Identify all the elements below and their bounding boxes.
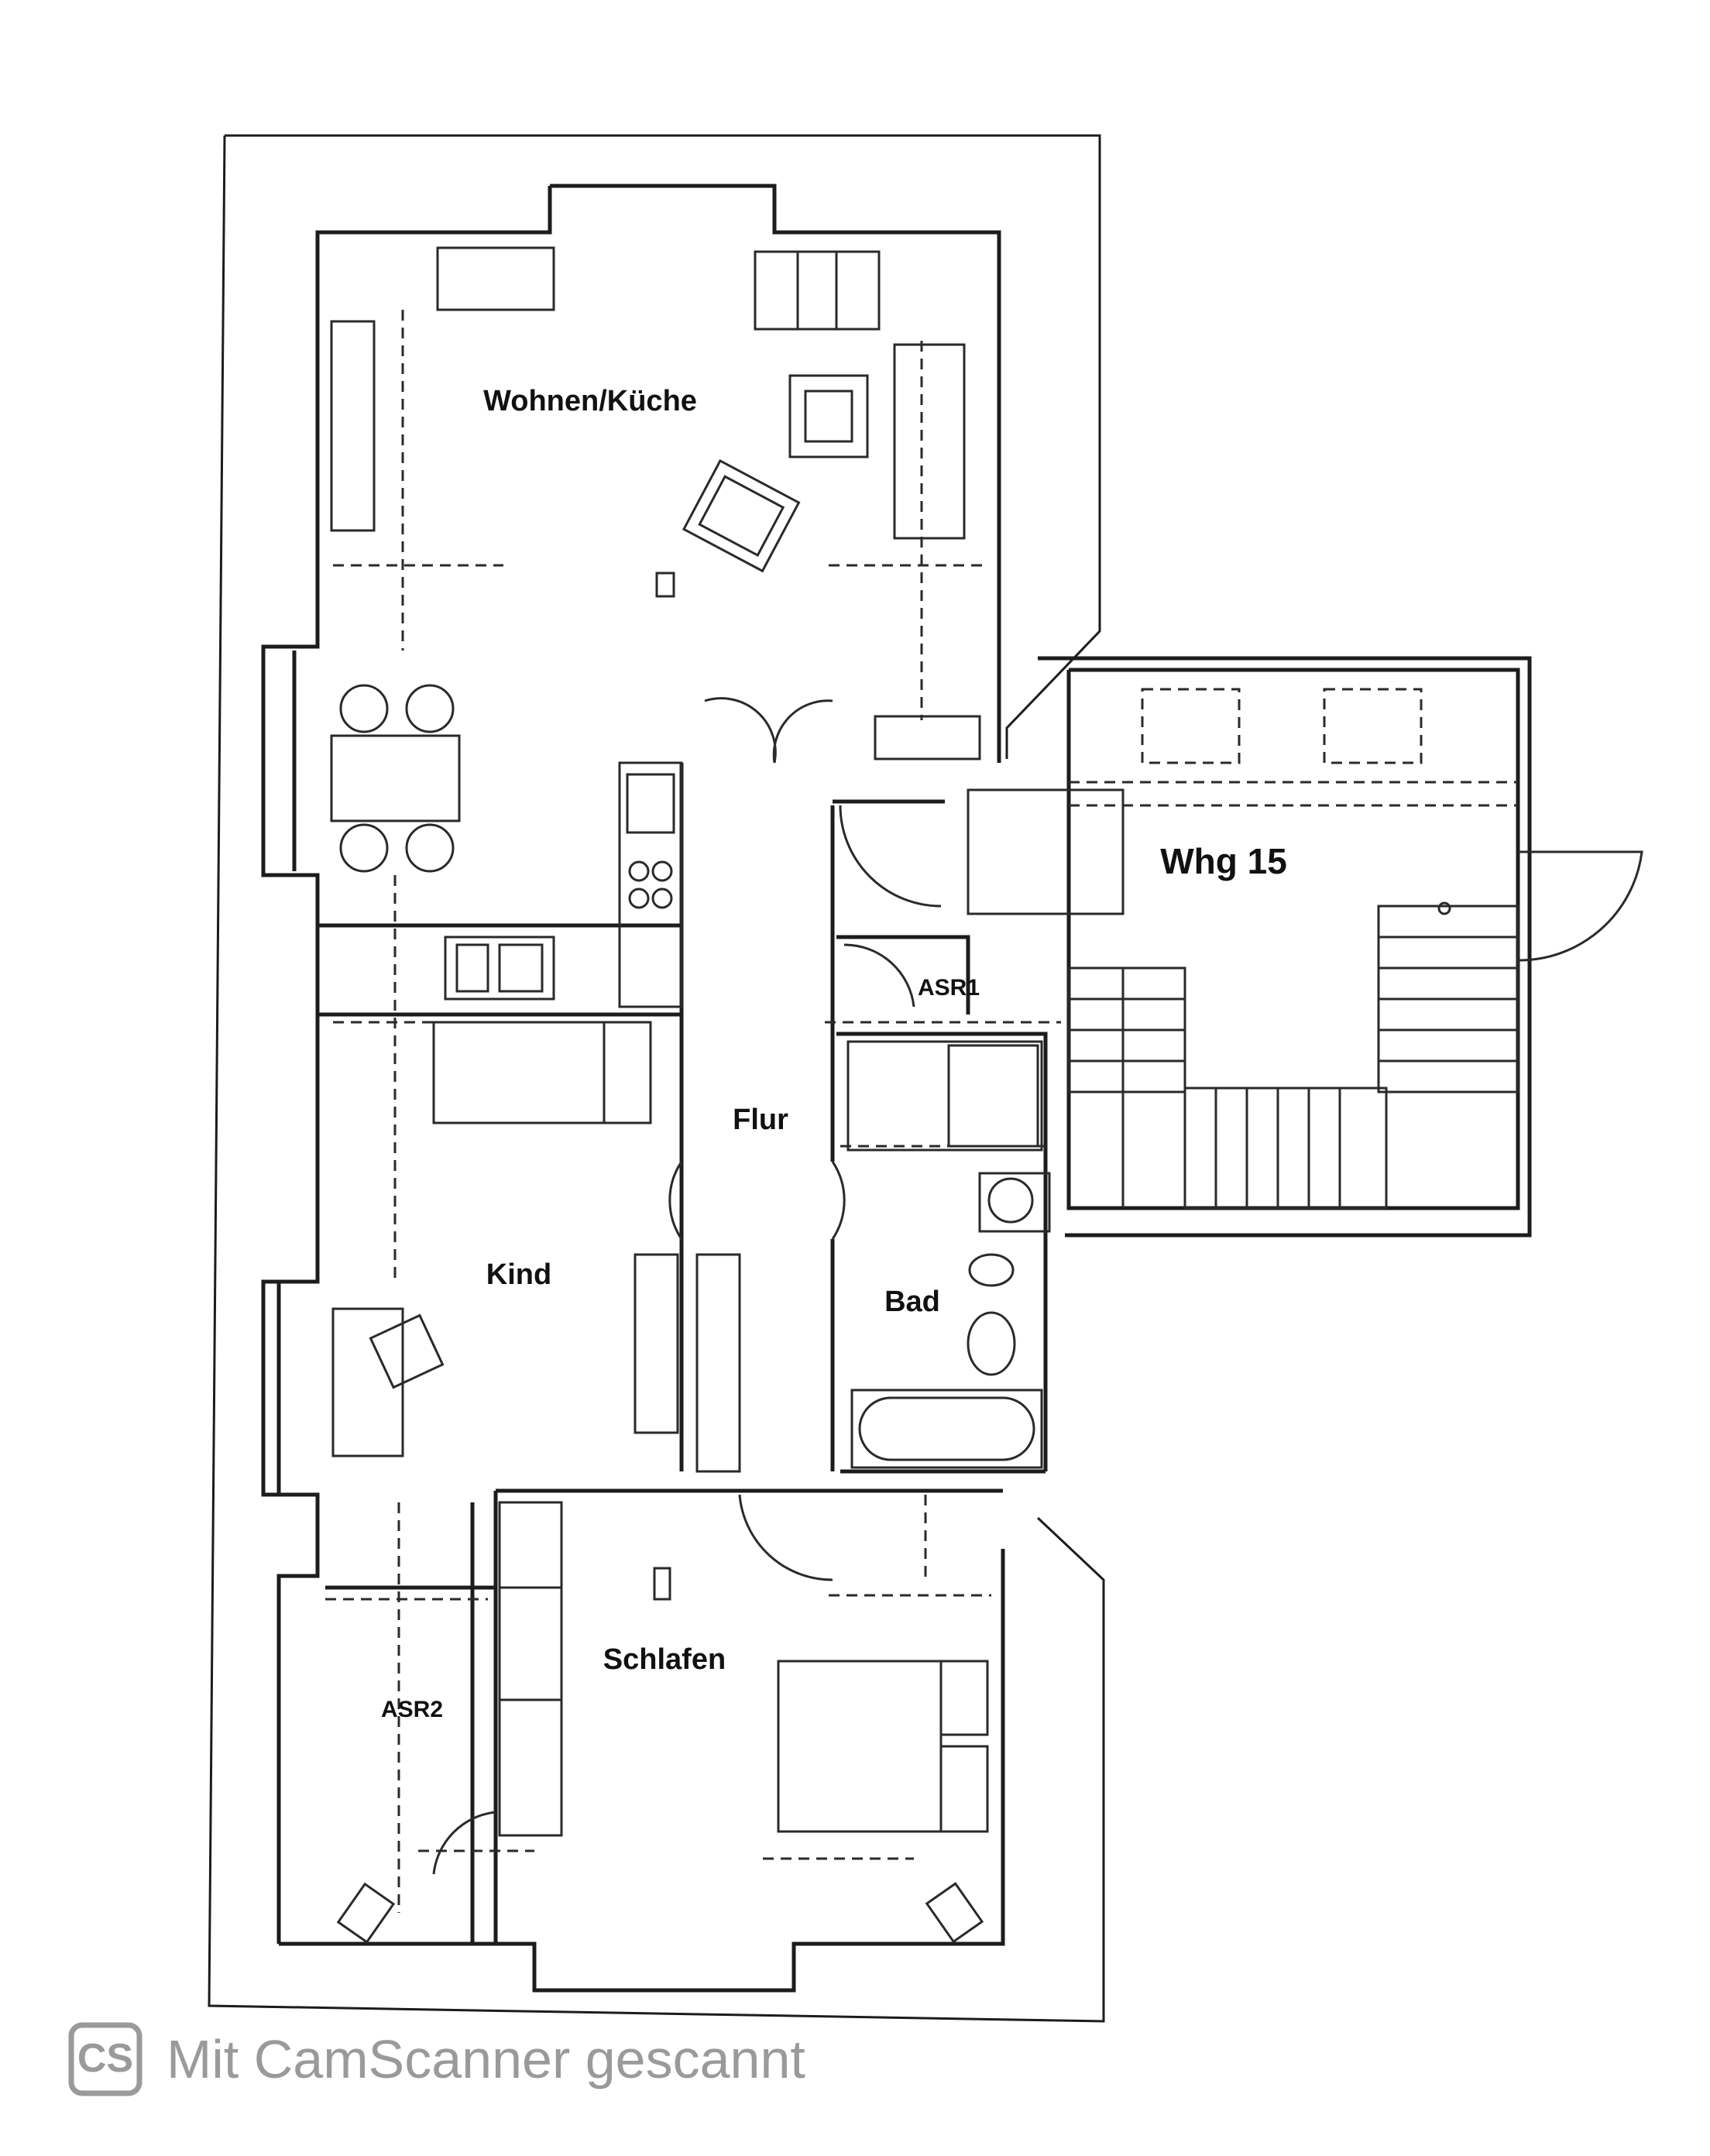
room-label-kind: Kind	[486, 1258, 551, 1291]
room-label-wohnen-kueche: Wohnen/Küche	[483, 385, 697, 417]
stairs	[1067, 901, 1519, 1210]
roof-outline	[208, 134, 1105, 2023]
whg15-outline	[967, 656, 1643, 1238]
room-label-asr2: ASR2	[381, 1697, 443, 1722]
room-label-whg15: Whg 15	[1160, 841, 1287, 881]
camscanner-logo-text: CS	[77, 2036, 133, 2081]
bad-fixtures	[846, 1040, 1051, 1469]
room-label-bad: Bad	[884, 1286, 940, 1318]
interior-walls	[318, 763, 1048, 1944]
camscanner-text: Mit CamScanner gescannt	[167, 2029, 805, 2089]
camscanner-logo	[68, 2022, 142, 2096]
schlafen-furniture	[336, 1501, 989, 1944]
camscanner-watermark: CS Mit CamScanner gescannt	[68, 2022, 805, 2096]
flur-doors	[432, 697, 942, 1875]
kind-furniture	[331, 1021, 741, 1473]
room-label-schlafen: Schlafen	[603, 1643, 726, 1676]
exterior-walls	[261, 184, 1005, 1993]
living-kitchen-furniture	[330, 246, 981, 1008]
room-label-flur: Flur	[733, 1104, 788, 1136]
room-label-asr1: ASR1	[918, 975, 980, 1001]
